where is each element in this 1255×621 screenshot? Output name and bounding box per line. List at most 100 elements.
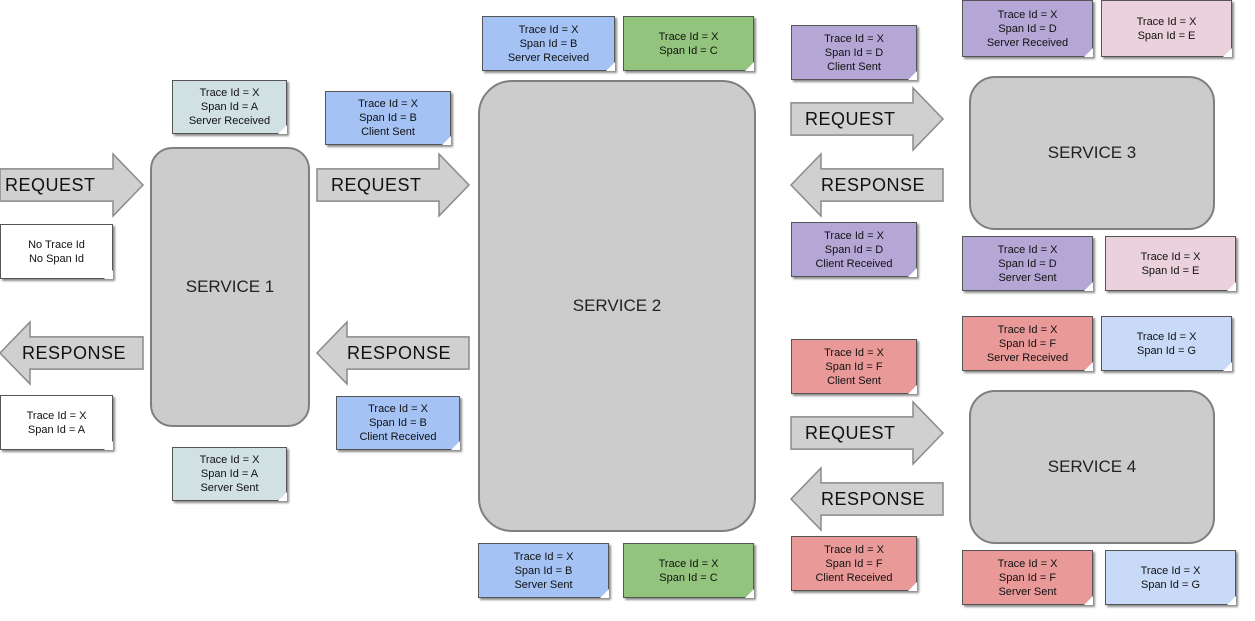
note-line: Trace Id = X — [518, 23, 579, 36]
note-line: Trace Id = X — [26, 409, 87, 422]
note-line: Span Id = C — [659, 571, 718, 584]
note-line: Server Received — [986, 351, 1069, 364]
response-arrow-from-service-1: RESPONSE — [0, 320, 144, 386]
arrow-label: REQUEST — [805, 108, 896, 129]
note-line: Trace Id = X — [1136, 15, 1197, 28]
note-span-a-server-received: Trace Id = X Span Id = A Server Received — [172, 80, 287, 134]
note-line: Span Id = F — [998, 571, 1057, 584]
note-line: Trace Id = X — [658, 557, 719, 570]
request-arrow-service-2-to-4: REQUEST — [790, 400, 945, 466]
arrow-label: RESPONSE — [347, 342, 452, 363]
note-span-b-server-received: Trace Id = X Span Id = B Server Received — [482, 16, 615, 71]
note-line: No Span Id — [28, 252, 85, 265]
note-span-g-bottom: Trace Id = X Span Id = G — [1105, 550, 1236, 605]
note-line: Span Id = F — [825, 557, 883, 570]
note-span-e-bottom: Trace Id = X Span Id = E — [1105, 236, 1236, 291]
note-line: Server Sent — [514, 578, 573, 591]
arrow-shape — [316, 152, 471, 218]
note-line: Server Received — [986, 36, 1069, 49]
note-line: Trace Id = X — [513, 550, 574, 563]
note-line: Trace Id = X — [658, 30, 719, 43]
note-line: Span Id = E — [1141, 264, 1200, 277]
arrow-shape — [790, 86, 945, 152]
note-line: Span Id = B — [369, 417, 427, 429]
note-line: Trace Id = X — [1136, 330, 1197, 343]
request-arrow-into-service-1: REQUEST — [0, 152, 145, 218]
arrow-shape — [789, 466, 944, 532]
note-line: Span Id = A — [27, 423, 86, 436]
arrow-shape — [790, 400, 945, 466]
note-line: Trace Id = X — [997, 323, 1058, 336]
note-no-trace-id: No Trace Id No Span Id — [0, 224, 113, 279]
arrow-shape — [0, 152, 145, 218]
note-line: Span Id = A — [200, 468, 259, 480]
response-arrow-service-4-to-2: RESPONSE — [789, 466, 944, 532]
service-1-label: SERVICE 1 — [185, 277, 275, 296]
note-line: No Trace Id — [28, 238, 85, 251]
note-span-a-server-sent: Trace Id = X Span Id = A Server Sent — [172, 447, 287, 501]
note-span-c-bottom: Trace Id = X Span Id = C — [623, 543, 754, 598]
note-span-e-top: Trace Id = X Span Id = E — [1101, 0, 1232, 57]
note-line: Client Received — [359, 431, 437, 443]
note-line: Server Received — [507, 51, 590, 64]
service-2-box: SERVICE 2 — [478, 80, 756, 532]
note-line: Client Sent — [361, 126, 415, 138]
note-span-d-server-received: Trace Id = X Span Id = D Server Received — [962, 0, 1093, 57]
service-2-label: SERVICE 2 — [572, 296, 662, 315]
note-line: Server Sent — [200, 482, 259, 494]
arrow-label: RESPONSE — [821, 488, 926, 509]
arrow-shape — [315, 320, 470, 386]
response-arrow-service-2-to-1: RESPONSE — [315, 320, 470, 386]
note-span-f-server-sent: Trace Id = X Span Id = F Server Sent — [962, 550, 1093, 605]
note-line: Span Id = D — [824, 243, 884, 256]
note-line: Span Id = D — [824, 46, 884, 59]
note-line: Server Sent — [998, 585, 1057, 598]
note-response-span-a: Trace Id = X Span Id = A — [0, 395, 113, 450]
note-line: Trace Id = X — [824, 346, 884, 359]
note-span-f-client-received: Trace Id = X Span Id = F Client Received — [791, 536, 917, 591]
note-line: Client Sent — [827, 60, 881, 73]
note-line: Server Received — [188, 115, 271, 127]
note-span-d-server-sent: Trace Id = X Span Id = D Server Sent — [962, 236, 1093, 291]
note-line: Trace Id = X — [1140, 564, 1201, 577]
note-line: Span Id = C — [659, 44, 718, 57]
note-line: Client Received — [815, 571, 893, 584]
note-span-f-server-received: Trace Id = X Span Id = F Server Received — [962, 316, 1093, 371]
arrow-label: REQUEST — [805, 422, 896, 443]
note-line: Trace Id = X — [824, 543, 884, 556]
note-line: Server Sent — [998, 271, 1057, 284]
service-3-box: SERVICE 3 — [969, 76, 1215, 230]
arrow-label: REQUEST — [331, 174, 422, 195]
note-line: Span Id = A — [200, 101, 259, 113]
arrow-label: RESPONSE — [821, 174, 926, 195]
note-line: Trace Id = X — [368, 403, 428, 415]
note-span-b-client-received: Trace Id = X Span Id = B Client Received — [336, 396, 460, 450]
note-line: Span Id = B — [359, 112, 417, 124]
note-line: Trace Id = X — [997, 8, 1058, 21]
note-line: Trace Id = X — [358, 98, 418, 110]
note-line: Span Id = B — [514, 564, 573, 577]
service-4-box: SERVICE 4 — [969, 390, 1215, 544]
note-line: Trace Id = X — [1140, 250, 1201, 263]
note-line: Trace Id = X — [199, 87, 260, 99]
note-line: Span Id = G — [1140, 578, 1200, 591]
note-span-g-top: Trace Id = X Span Id = G — [1101, 316, 1232, 371]
note-line: Span Id = E — [1137, 29, 1196, 42]
note-span-f-client-sent: Trace Id = X Span Id = F Client Sent — [791, 339, 917, 394]
note-line: Span Id = D — [998, 22, 1057, 35]
note-span-b-client-sent: Trace Id = X Span Id = B Client Sent — [325, 91, 451, 145]
service-3-label: SERVICE 3 — [1047, 143, 1137, 162]
note-line: Span Id = F — [825, 360, 883, 373]
note-line: Trace Id = X — [997, 557, 1058, 570]
note-line: Trace Id = X — [199, 454, 260, 466]
arrow-label: RESPONSE — [22, 342, 127, 363]
note-line: Client Received — [815, 257, 893, 270]
note-span-d-client-sent: Trace Id = X Span Id = D Client Sent — [791, 25, 917, 80]
note-span-b-server-sent: Trace Id = X Span Id = B Server Sent — [478, 543, 609, 598]
note-line: Span Id = B — [519, 37, 578, 50]
note-line: Span Id = F — [998, 337, 1057, 350]
note-line: Trace Id = X — [997, 243, 1058, 256]
response-arrow-service-3-to-2: RESPONSE — [789, 152, 944, 218]
note-line: Span Id = G — [1136, 344, 1196, 357]
